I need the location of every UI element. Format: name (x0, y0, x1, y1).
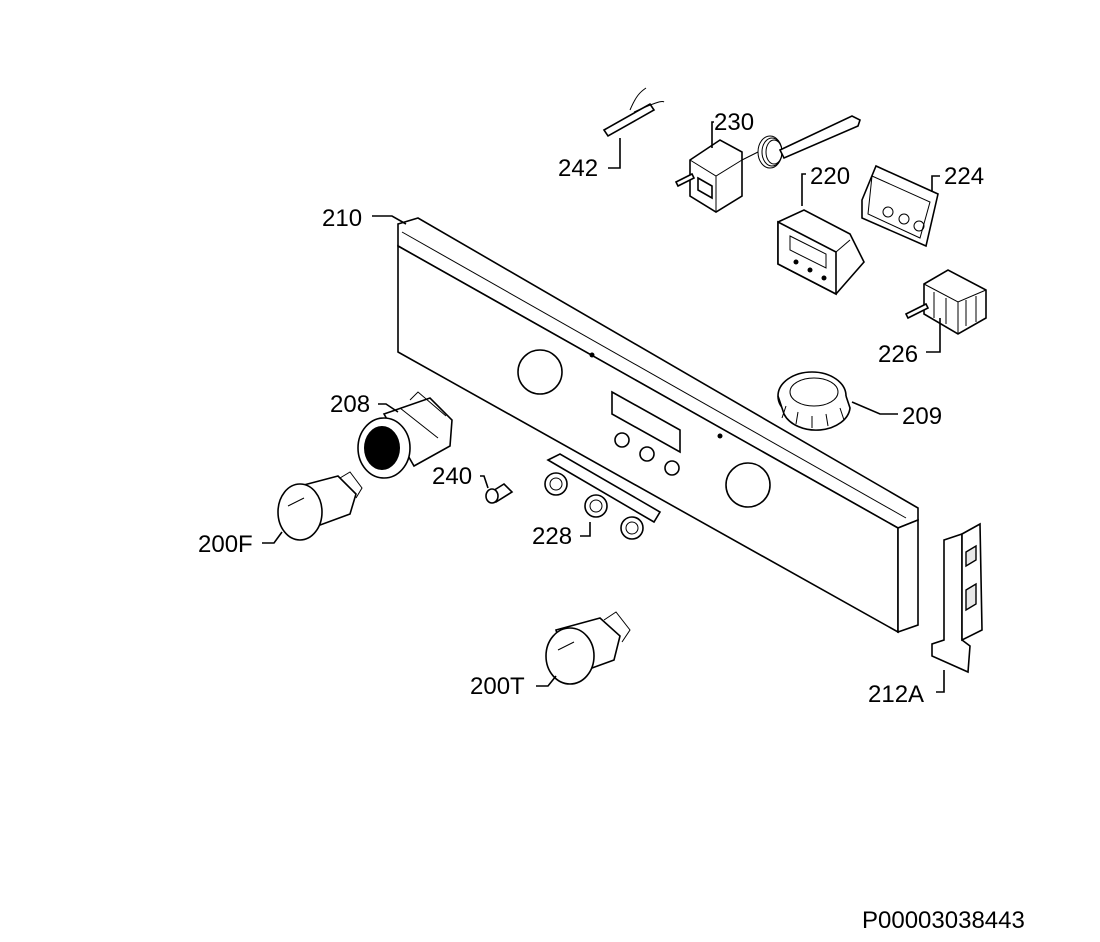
label-212A: 212A (868, 681, 924, 708)
thermostat-230 (674, 115, 861, 213)
panel-knob-hole-left (517, 349, 563, 395)
push-switches-228 (544, 453, 662, 540)
leader-224 (931, 175, 940, 192)
leader-220 (801, 173, 806, 206)
label-208: 208 (330, 391, 370, 418)
label-224: 224 (944, 163, 984, 190)
side-bracket-212A (931, 522, 983, 674)
lamp-240 (485, 482, 514, 504)
leader-200F (262, 531, 283, 544)
knob-body-208 (357, 391, 453, 479)
leader-230 (711, 121, 714, 148)
timer-display-220 (777, 209, 865, 296)
label-228: 228 (532, 523, 572, 550)
leader-lines (262, 121, 945, 693)
panel-display-window (611, 390, 681, 454)
label-220: 220 (810, 163, 850, 190)
leader-212A (936, 670, 945, 693)
leader-240 (480, 475, 489, 489)
bracket-224 (861, 164, 939, 248)
leader-228 (580, 522, 591, 537)
panel-knob-hole-right (725, 462, 771, 508)
label-210: 210 (322, 205, 362, 232)
part-labels: 242 230 220 224 210 226 209 208 240 228 … (198, 109, 984, 708)
selector-switch-226 (904, 269, 987, 335)
leader-242 (608, 138, 621, 169)
leader-200T (536, 675, 557, 687)
sensor-242 (602, 87, 665, 138)
label-200T: 200T (470, 673, 525, 700)
leader-208 (378, 403, 399, 413)
leader-209 (851, 401, 898, 415)
label-242: 242 (558, 155, 598, 182)
control-panel-210 (397, 217, 919, 634)
label-209: 209 (902, 403, 942, 430)
knob-ring-209 (777, 371, 851, 431)
label-226: 226 (878, 341, 918, 368)
label-230: 230 (714, 109, 754, 136)
label-200F: 200F (198, 531, 253, 558)
drawing-reference-number: P00003038443 (862, 907, 1025, 934)
leader-226 (926, 318, 941, 353)
knob-200T (545, 611, 631, 685)
knob-200F (277, 471, 363, 541)
label-240: 240 (432, 463, 472, 490)
leader-210 (372, 215, 407, 225)
